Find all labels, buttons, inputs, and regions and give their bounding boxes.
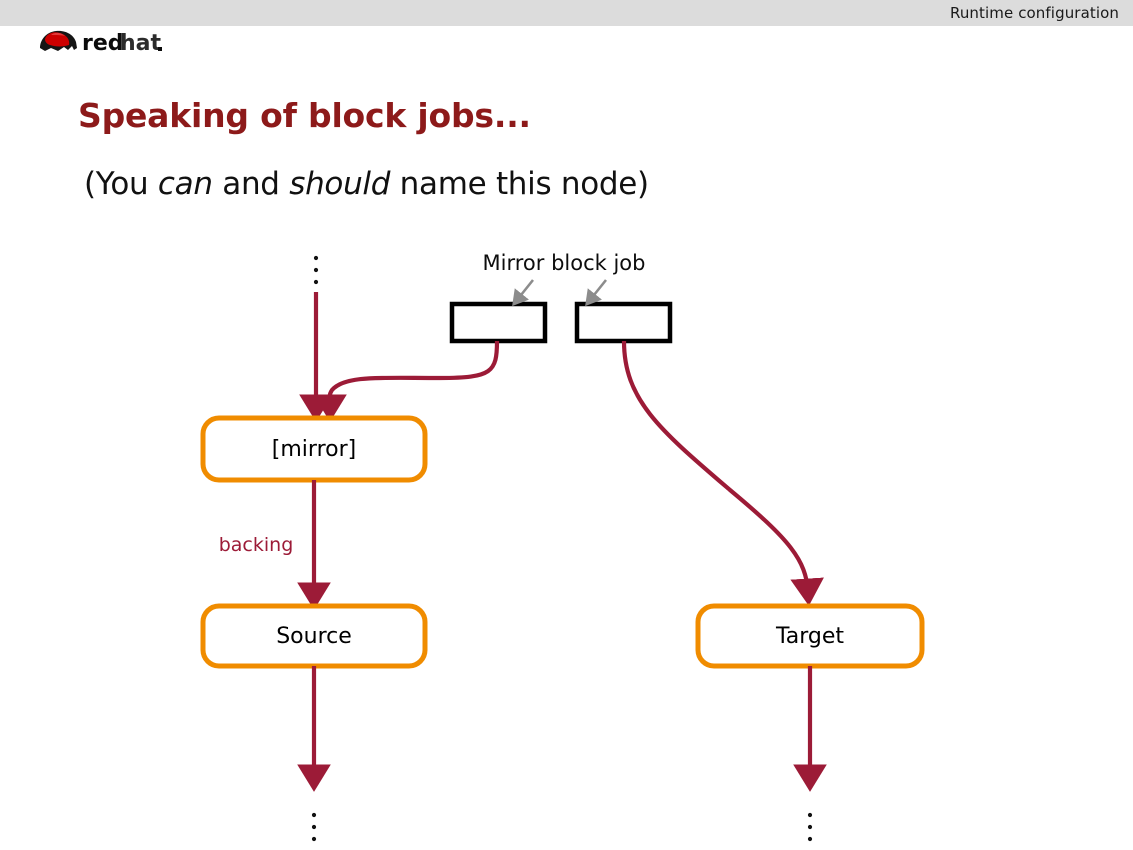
node-target[interactable]: Target (695, 603, 925, 669)
node-source[interactable]: Source (200, 603, 428, 669)
ellipsis-bottom-left (311, 812, 317, 842)
redhat-logo: red hat (36, 26, 196, 56)
edge-job-left-to-mirror (313, 340, 500, 422)
page-subtitle: (You can and should name this node) (84, 166, 649, 202)
svg-text:red: red (82, 31, 124, 56)
edge-label-backing: backing (219, 534, 294, 556)
annotation-arrow-right-icon (585, 279, 608, 307)
node-mirror-label: [mirror] (272, 437, 356, 462)
annotation-arrow-left-icon (512, 279, 535, 307)
ellipsis-top-left (313, 255, 319, 285)
edge-job-right-to-target (621, 340, 824, 606)
subtitle-part-1: (You (84, 166, 158, 202)
header-bar (0, 0, 1133, 26)
subtitle-part-3: name this node) (390, 166, 649, 202)
mirror-job-box-right[interactable] (574, 301, 673, 344)
ellipsis-bottom-right (807, 812, 813, 842)
subtitle-emphasis-should: should (289, 166, 391, 202)
node-source-label: Source (276, 624, 352, 649)
page-title: Speaking of block jobs... (78, 96, 531, 135)
mirror-block-job-label: Mirror block job (483, 251, 646, 275)
node-target-label: Target (775, 624, 844, 649)
subtitle-emphasis-can: can (157, 166, 213, 202)
svg-text:hat: hat (120, 31, 162, 56)
subtitle-part-2: and (212, 166, 290, 202)
node-mirror[interactable]: [mirror] (200, 415, 428, 483)
mirror-job-box-left[interactable] (449, 301, 548, 344)
section-title: Runtime configuration (949, 4, 1119, 22)
redhat-logo-icon: red hat (40, 30, 162, 56)
